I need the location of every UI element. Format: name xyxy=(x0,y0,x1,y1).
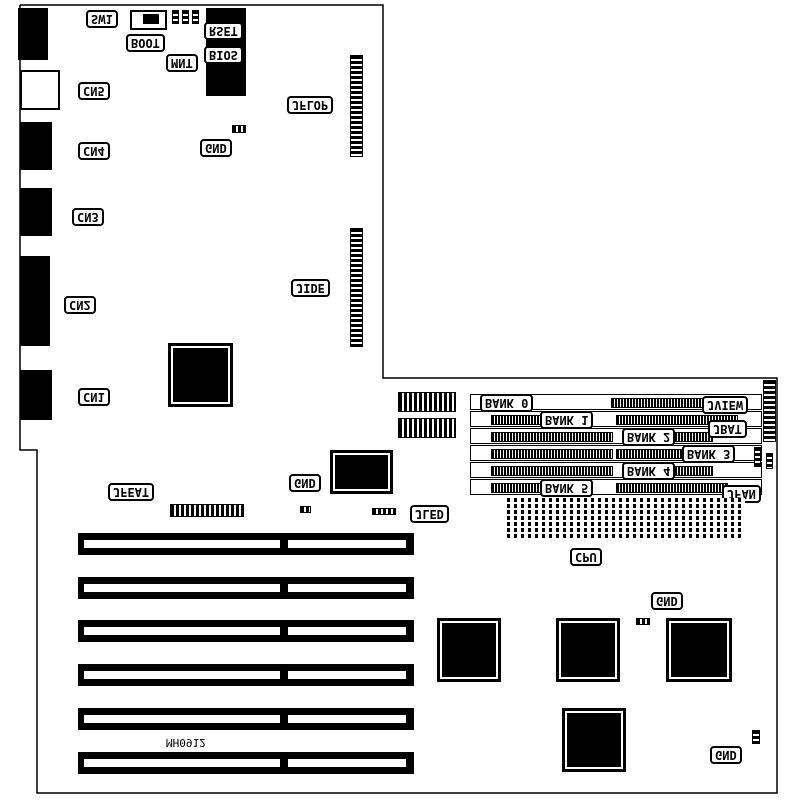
cache-module xyxy=(398,392,456,412)
boot-label: BOOT xyxy=(126,34,165,52)
jbat-jumper xyxy=(754,447,761,467)
isa-slot xyxy=(78,533,414,555)
cn3-label: CN3 xyxy=(72,208,104,226)
jview-label: JVIEW xyxy=(702,396,749,414)
sw1-dip xyxy=(143,14,159,24)
bank-5-label: BANK 5 xyxy=(540,479,594,497)
isa-slot xyxy=(78,708,414,730)
jled-header xyxy=(372,508,396,515)
chip xyxy=(330,450,393,494)
bank-2-label: BANK 2 xyxy=(622,428,676,446)
isa-slot xyxy=(78,664,414,686)
rset-jumper xyxy=(192,10,199,24)
gnd-label: GND xyxy=(200,139,232,157)
bank-0-label: BANK 0 xyxy=(480,394,534,412)
cn3-connector xyxy=(20,188,52,236)
cn4-label: CN4 xyxy=(78,142,110,160)
gnd-pins xyxy=(636,618,650,625)
gnd-pins xyxy=(300,506,311,513)
cache-module xyxy=(398,418,456,438)
chip xyxy=(556,618,620,682)
jview-header xyxy=(763,380,776,442)
cn4-connector xyxy=(20,122,52,170)
isa-slot xyxy=(78,620,414,642)
jfeat-header xyxy=(170,504,244,517)
chip xyxy=(562,708,626,772)
jide-label: JIDE xyxy=(291,279,330,297)
cpu-label: CPU xyxy=(570,548,602,566)
gnd-label: GND xyxy=(289,474,321,492)
bank-1-label: BANK 1 xyxy=(540,411,594,429)
keyboard-connector xyxy=(18,8,48,60)
rset-label: RSET xyxy=(204,22,243,40)
bank-3-label: BANK 3 xyxy=(682,445,736,463)
gnd-pins xyxy=(752,730,760,744)
cn1-connector xyxy=(20,370,52,420)
board-id-label: MH0912 xyxy=(166,736,206,749)
jide-header xyxy=(350,228,363,347)
mnt-jumper xyxy=(182,10,189,24)
isa-slot xyxy=(78,577,414,599)
cn1-label: CN1 xyxy=(78,388,110,406)
cn2-label: CN2 xyxy=(64,296,96,314)
cn2-connector xyxy=(20,256,50,346)
boot-jumper xyxy=(172,10,179,24)
bios-label: BIOS xyxy=(204,46,243,64)
cn5-connector xyxy=(20,70,60,110)
chip xyxy=(666,618,732,682)
jflop-header xyxy=(350,55,363,157)
cpu-socket xyxy=(507,498,745,540)
isa-slot xyxy=(78,752,414,774)
gnd-label: GND xyxy=(651,592,683,610)
chip xyxy=(168,343,233,407)
jflop-label: JFLOP xyxy=(287,96,334,114)
jled-label: JLED xyxy=(410,505,449,523)
jfan-jumper xyxy=(766,453,773,469)
mnt-label: MNT xyxy=(166,54,198,72)
jfeat-label: JFEAT xyxy=(108,483,155,501)
chip xyxy=(437,618,501,682)
gnd-label: GND xyxy=(710,746,742,764)
jbat-label: JBAT xyxy=(708,420,747,438)
gnd-pins xyxy=(232,125,246,133)
sw1-label: SW1 xyxy=(86,10,118,28)
bank-4-label: BANK 4 xyxy=(622,462,676,480)
cn5-label: CN5 xyxy=(78,82,110,100)
